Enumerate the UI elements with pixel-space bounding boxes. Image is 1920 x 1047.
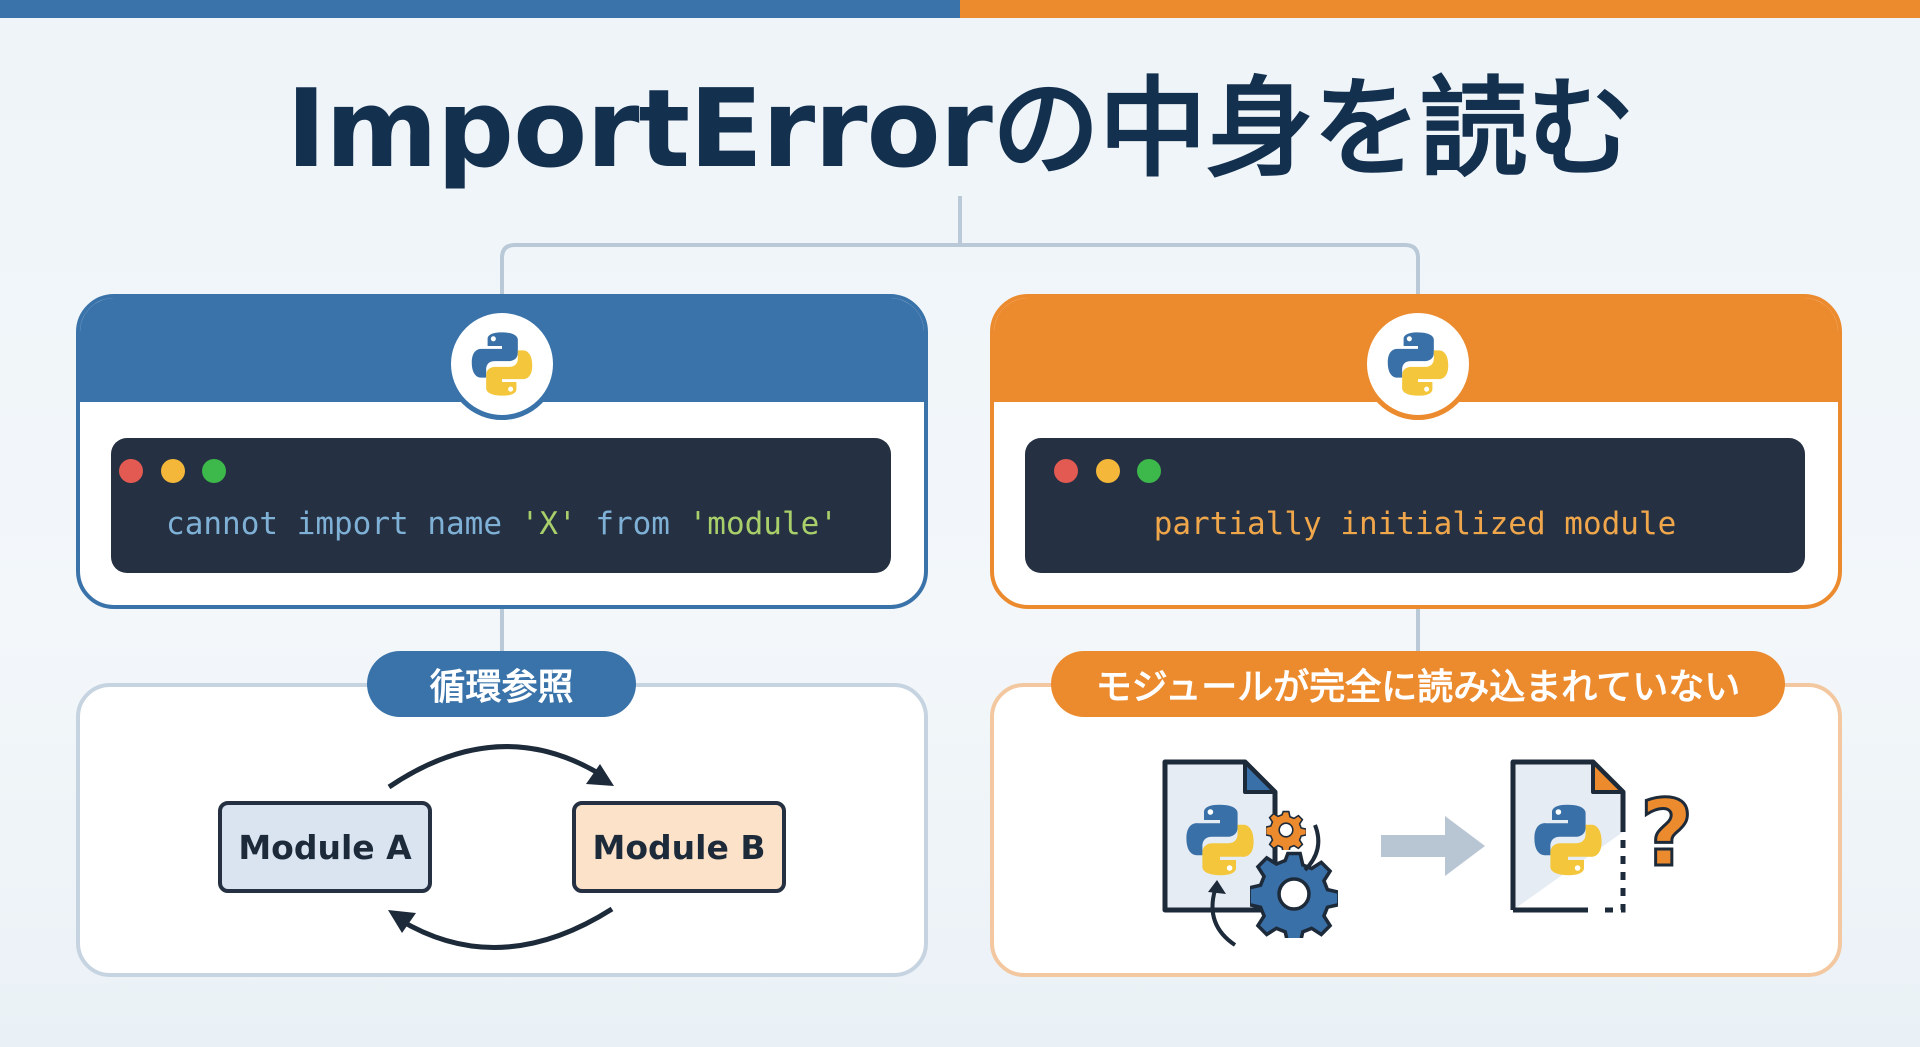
incomplete-file-icon — [1510, 759, 1626, 913]
page-title: ImportErrorの中身を読む — [286, 67, 1635, 192]
error-card-partial-init: partially initialized module — [990, 294, 1842, 609]
right-arrow-icon — [1381, 816, 1485, 876]
large-gear-icon — [1249, 854, 1339, 944]
top-bar-orange — [960, 0, 1920, 18]
minimize-dot-icon — [161, 459, 185, 483]
terminal-window: cannot import name 'X' from 'module' — [111, 438, 891, 573]
module-a-box: Module A — [218, 801, 432, 893]
partial-load-panel — [990, 683, 1842, 977]
error-message: cannot import name 'X' from 'module' — [166, 506, 838, 542]
close-dot-icon — [119, 459, 143, 483]
close-dot-icon — [1054, 459, 1078, 483]
minimize-dot-icon — [1096, 459, 1120, 483]
loading-file-icon — [1162, 759, 1278, 913]
circular-import-label: 循環参照 — [367, 651, 636, 717]
error-message: partially initialized module — [1153, 506, 1677, 542]
small-gear-icon — [1266, 812, 1307, 853]
maximize-dot-icon — [1137, 459, 1161, 483]
module-b-box: Module B — [572, 801, 786, 893]
python-logo-icon — [1362, 308, 1474, 420]
partial-load-label: モジュールが完全に読み込まれていない — [1051, 651, 1785, 717]
python-logo-icon — [446, 308, 558, 420]
question-mark-icon: ? — [1638, 779, 1694, 889]
partial-load-illustration — [1162, 759, 1626, 947]
terminal-window: partially initialized module — [1025, 438, 1805, 573]
top-bar-blue — [0, 0, 960, 18]
maximize-dot-icon — [202, 459, 226, 483]
